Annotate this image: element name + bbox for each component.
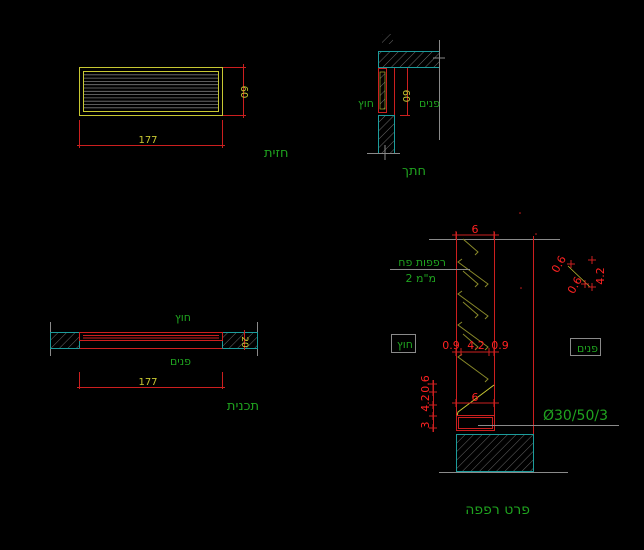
section-lintel — [378, 51, 440, 68]
elevation-height-dim: 60 — [238, 86, 249, 99]
detail-mid-dim-center: 4.2 — [467, 339, 485, 352]
section-inside-label: פנים — [419, 97, 440, 110]
detail-title: פרט רפפה — [465, 502, 530, 518]
detail-left-dim-2: 4.2 — [419, 394, 432, 412]
section-sill-wall — [378, 115, 395, 154]
plan-depth-dim: 20 — [239, 336, 249, 348]
section-title: חתך — [402, 164, 426, 179]
detail-slat — [457, 353, 489, 383]
detail-outside-label: חוץ — [397, 338, 413, 351]
detail-left-dim-3: 0.6 — [419, 375, 432, 393]
elevation-inner-frame — [83, 71, 219, 112]
section-outside-label: חוץ — [358, 97, 374, 110]
detail-slat — [462, 333, 479, 351]
elevation-slats — [84, 74, 218, 109]
louver-detail-view: 6 רפפות פח 2 מ"מ 0.9 4.2 0.9 6 0.6 0.6 4… — [390, 212, 619, 518]
detail-slat — [462, 238, 479, 256]
detail-mid-dim-left: 0.9 — [442, 339, 460, 352]
detail-slat — [457, 321, 489, 351]
detail-mid-dim-right: 0.9 — [491, 339, 509, 352]
detail-left-dim-1: 3 — [419, 422, 432, 429]
detail-inside-label: פנים — [577, 342, 598, 355]
detail-sill-wall — [456, 434, 534, 472]
elevation-width-dim: 177 — [138, 135, 157, 146]
detail-slat-dim-2: 0.6 — [565, 274, 585, 296]
detail-slat — [462, 270, 479, 288]
detail-slat-dim-1: 0.6 — [549, 253, 569, 275]
plan-left-wall — [50, 332, 80, 349]
detail-slat-dim-3: 4.2 — [594, 267, 607, 285]
detail-profile-label: Ø30/50/3 — [543, 408, 608, 424]
detail-slat-label-line2: 2 מ"מ — [405, 272, 436, 285]
dimension-ticks — [429, 231, 596, 432]
detail-slat — [457, 258, 489, 288]
detail-top-dim: 6 — [472, 223, 479, 236]
plan-outside-label: חוץ — [175, 311, 191, 324]
detail-bottom-slat — [456, 384, 495, 417]
detail-slat — [462, 301, 479, 319]
detail-slat — [457, 290, 489, 320]
detail-slats — [456, 238, 495, 417]
section-height-dim: 60 — [400, 90, 411, 103]
plan-view: 20 חוץ פנים 177 תכנית — [50, 311, 259, 414]
elevation-title: חזית — [264, 146, 288, 161]
plan-width-dim: 177 — [138, 377, 157, 388]
plan-title: תכנית — [227, 399, 259, 414]
plan-inside-label: פנים — [170, 355, 191, 368]
section-view: 60 חוץ פנים חתך — [358, 34, 445, 179]
plan-louver — [79, 332, 223, 341]
elevation-view: 60 177 חזית — [77, 64, 288, 161]
detail-slat-label-line1: רפפות פח — [398, 256, 446, 269]
elevation-outer-frame — [79, 67, 223, 116]
detail-bottom-dim: 6 — [472, 391, 479, 404]
detail-bottom-profile — [456, 415, 495, 431]
